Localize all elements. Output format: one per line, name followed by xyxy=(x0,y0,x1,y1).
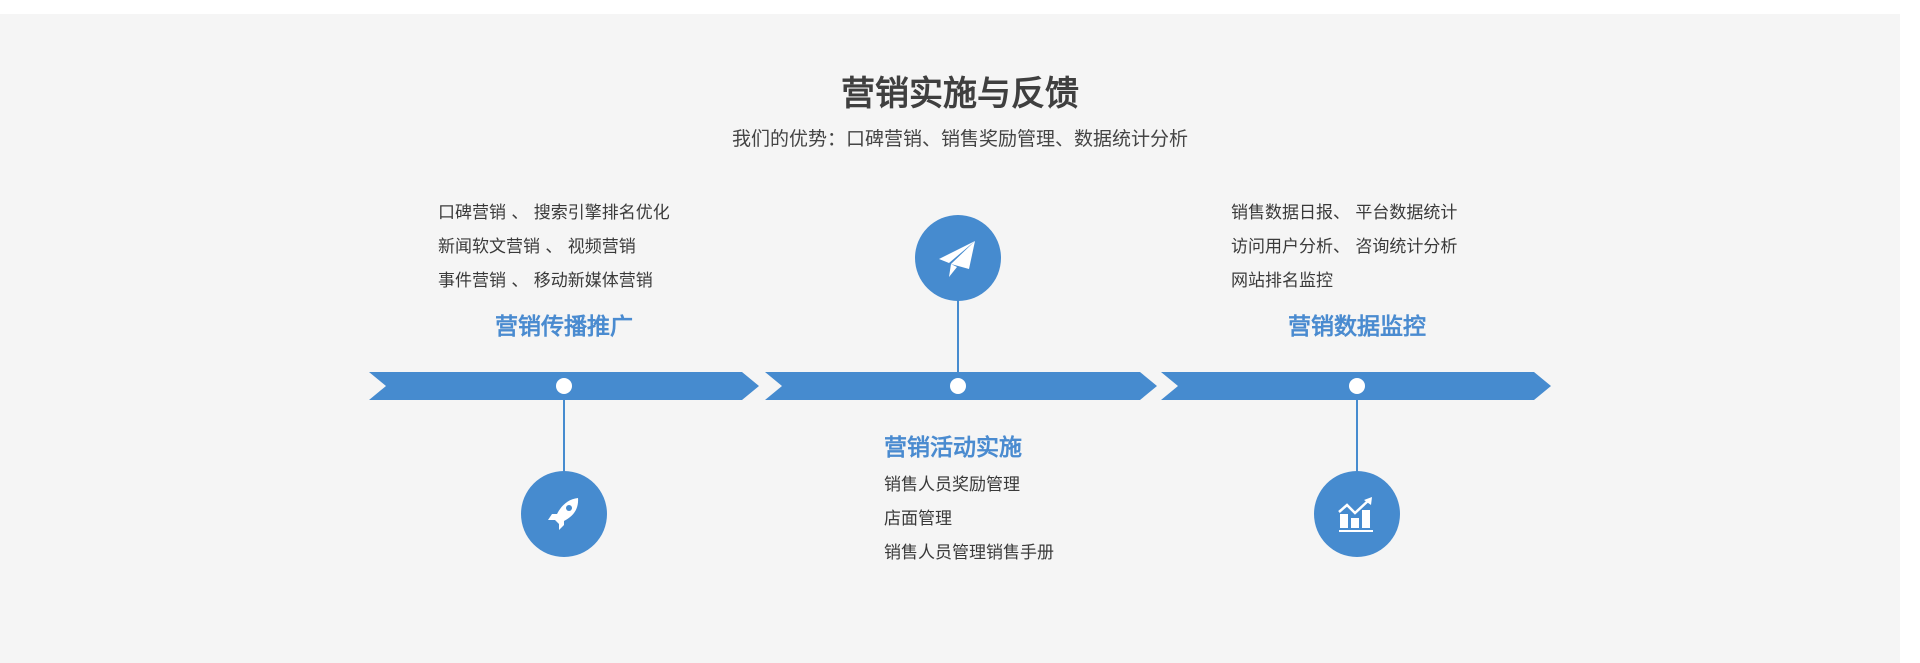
rocket-icon xyxy=(521,471,607,557)
stage-item: 销售人员奖励管理 xyxy=(884,475,1020,495)
stage-item: 店面管理 xyxy=(884,509,952,529)
stage-item: 新闻软文营销 、 视频营销 xyxy=(438,237,636,257)
stage-3-heading: 营销数据监控 xyxy=(1288,314,1426,340)
stage-2-items: 销售人员奖励管理 店面管理 销售人员管理销售手册 xyxy=(884,468,1054,570)
stage-2-heading: 营销活动实施 xyxy=(884,435,1022,461)
page-title: 营销实施与反馈 xyxy=(841,74,1079,114)
page-subtitle: 我们的优势：口碑营销、销售奖励管理、数据统计分析 xyxy=(731,128,1188,150)
stage-item: 销售人员管理销售手册 xyxy=(884,543,1054,563)
stage-item: 口碑营销 、 搜索引擎排名优化 xyxy=(438,203,670,223)
paper-plane-icon xyxy=(915,215,1001,301)
stage-item: 销售数据日报、 平台数据统计 xyxy=(1231,203,1458,223)
timeline-dot-2 xyxy=(950,378,966,394)
stage-1-items: 口碑营销 、 搜索引擎排名优化 新闻软文营销 、 视频营销 事件营销 、 移动新… xyxy=(438,196,670,298)
stage-3-items: 销售数据日报、 平台数据统计 访问用户分析、 咨询统计分析 网站排名监控 xyxy=(1231,196,1457,298)
background-panel xyxy=(0,14,1900,663)
chart-growth-icon xyxy=(1314,471,1400,557)
stage-item: 网站排名监控 xyxy=(1231,271,1333,291)
stage-item: 事件营销 、 移动新媒体营销 xyxy=(438,271,653,291)
stage-1-heading: 营销传播推广 xyxy=(495,314,633,340)
timeline-dot-1 xyxy=(556,378,572,394)
timeline-dot-3 xyxy=(1349,378,1365,394)
stage-item: 访问用户分析、 咨询统计分析 xyxy=(1231,237,1458,257)
